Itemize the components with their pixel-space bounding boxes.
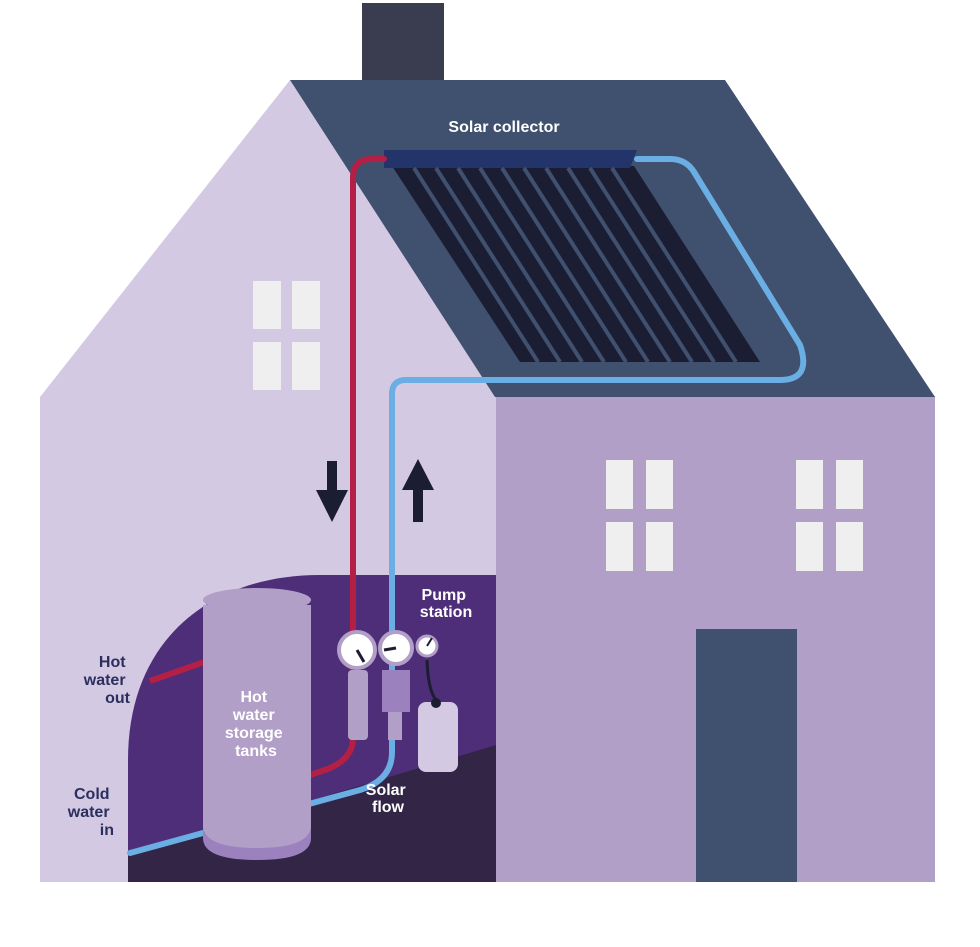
- pump-station: [337, 630, 458, 772]
- window-right-2: [796, 460, 863, 571]
- label-solar-flow: Solar flow: [366, 782, 410, 816]
- hot-flow-pipe: [307, 156, 387, 778]
- label-pump-station: Pump station: [420, 587, 472, 621]
- hot-water-out-pipe: [149, 657, 211, 684]
- label-storage-tanks: Hot water storage tanks: [225, 689, 287, 760]
- window-right-1: [606, 460, 673, 571]
- solar-collector: [384, 150, 760, 364]
- chimney: [362, 3, 444, 83]
- arrow-down-icon: [316, 461, 348, 522]
- label-solar-collector: Solar collector: [448, 119, 559, 136]
- hot-water-storage-tank: [203, 588, 311, 860]
- label-cold-water-in: Cold water in: [67, 786, 114, 839]
- label-hot-water-out: Hot water out: [83, 654, 131, 707]
- arrow-up-icon: [402, 459, 434, 522]
- window-gable: [253, 281, 320, 390]
- cold-return-pipe: [127, 156, 807, 856]
- door: [696, 629, 797, 882]
